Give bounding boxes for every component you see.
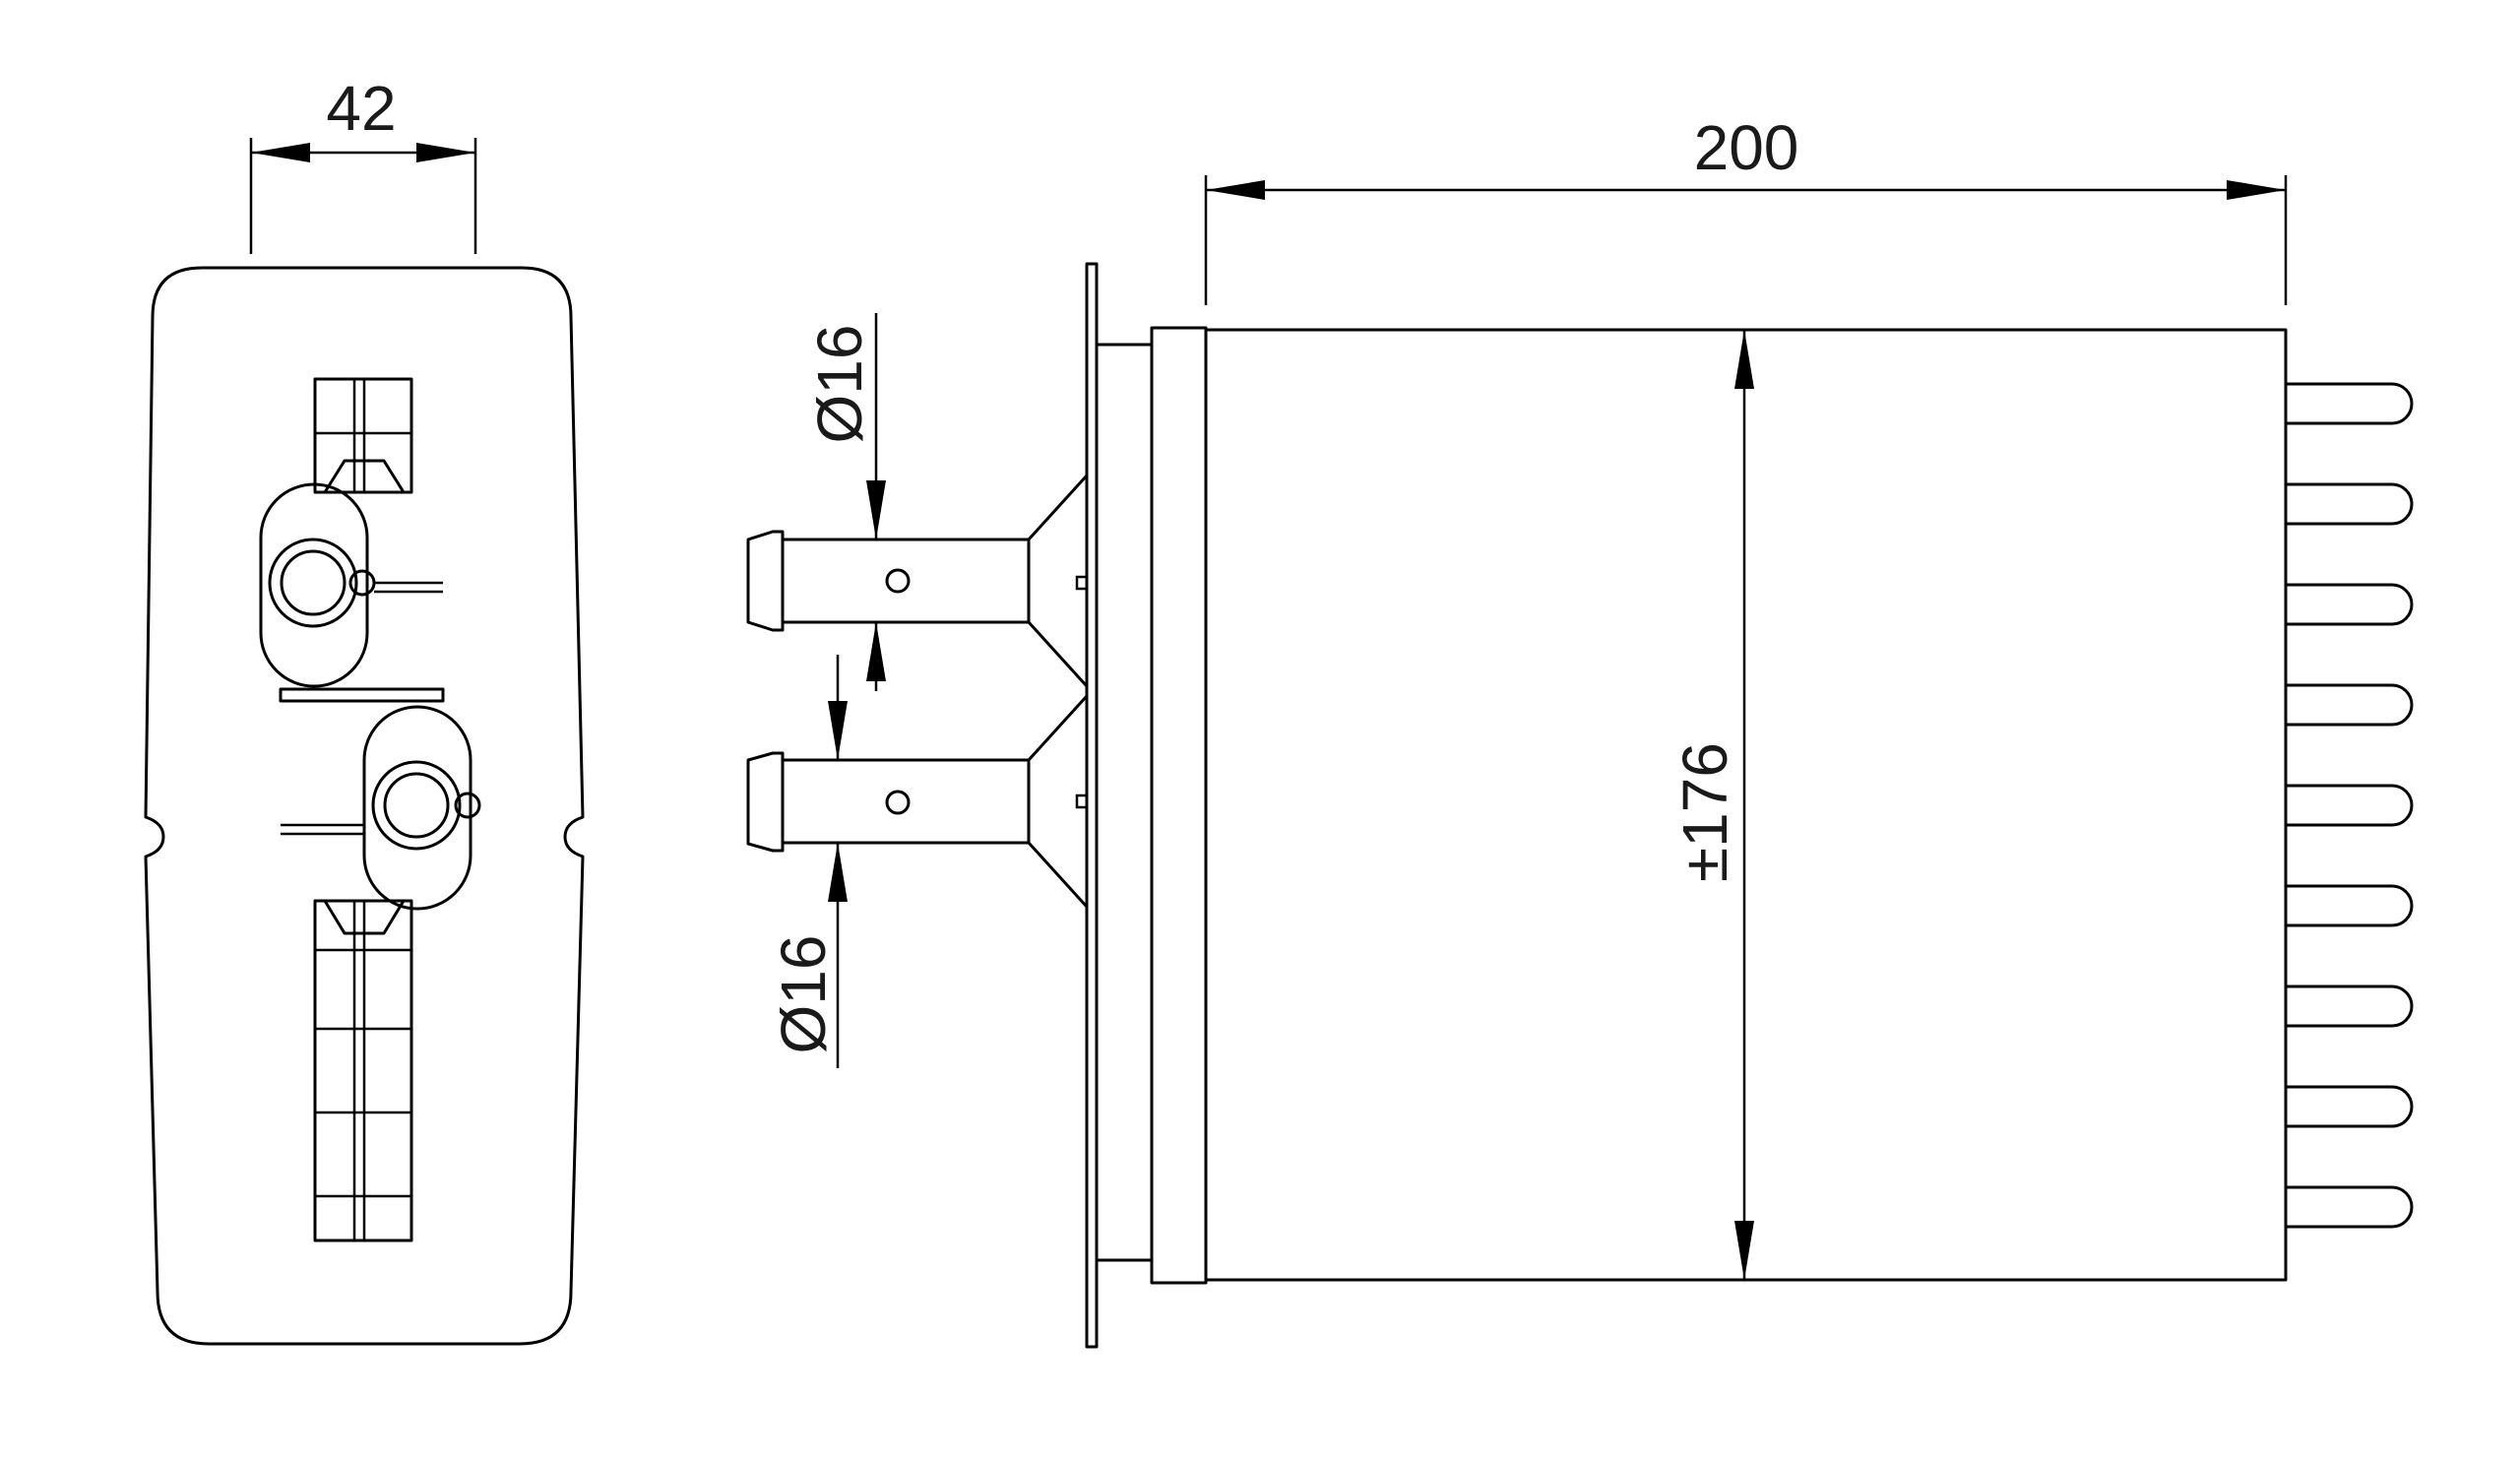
core-body — [1204, 328, 2288, 1282]
separator-bar — [279, 687, 445, 703]
tube-loops — [2284, 382, 2414, 1229]
width-dimension: 200 — [1204, 112, 2288, 305]
end-view: 42 — [144, 73, 585, 1346]
outlet-diameter-dimension: Ø16 — [768, 655, 848, 1068]
inlet-diameter-dimension: Ø16 — [804, 313, 886, 691]
end-view-outline — [144, 266, 585, 1346]
upper-bracket — [313, 377, 413, 494]
depth-label: 42 — [326, 73, 396, 144]
depth-dimension: 42 — [249, 73, 477, 254]
side-view: 200 ±176 Ø16 Ø16 — [746, 112, 2414, 1349]
lower-bracket — [313, 899, 413, 1242]
header-tank — [1150, 326, 1208, 1285]
inlet-pipe — [746, 474, 1089, 688]
lower-port — [281, 705, 481, 911]
outlet-diameter-label: Ø16 — [768, 935, 839, 1054]
header-step — [1095, 343, 1154, 1262]
outlet-pipe — [746, 694, 1089, 909]
upper-port — [259, 482, 443, 688]
height-dimension: ±176 — [1670, 330, 1754, 1280]
width-label: 200 — [1694, 112, 1799, 183]
inlet-diameter-label: Ø16 — [804, 325, 875, 444]
height-label: ±176 — [1670, 742, 1740, 882]
